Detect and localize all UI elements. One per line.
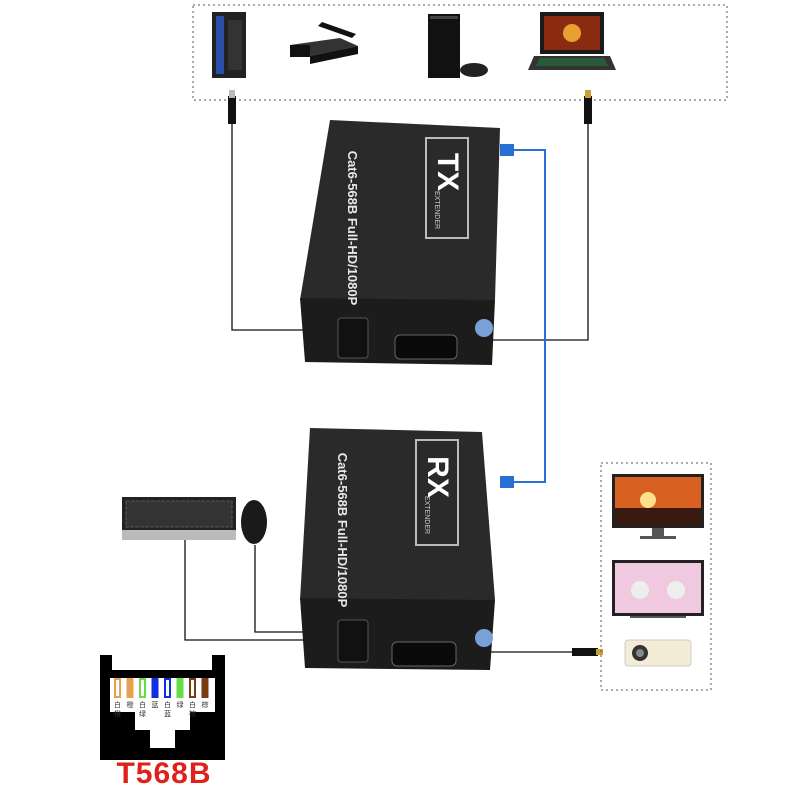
display-devices-frame bbox=[600, 462, 712, 691]
tv-icon bbox=[612, 560, 704, 618]
pin-wire bbox=[151, 678, 159, 698]
pin-label: 白 bbox=[189, 700, 196, 709]
t568b-title: T568B bbox=[116, 757, 212, 790]
usb-port bbox=[337, 317, 369, 359]
pin-label: 蓝 bbox=[164, 709, 171, 718]
mouse-cable bbox=[254, 545, 318, 633]
pin-label: 橙 bbox=[127, 700, 134, 709]
pin-wire bbox=[176, 678, 184, 698]
projector-icon bbox=[624, 639, 692, 667]
tx-sublabel: EXTENDER bbox=[433, 191, 440, 229]
hdmi-port bbox=[391, 641, 457, 667]
set-top-box-icon bbox=[290, 22, 358, 64]
rx-sublabel: EXTENDER bbox=[423, 496, 430, 534]
pin-stripe bbox=[116, 680, 119, 696]
pin-label: 白 bbox=[139, 700, 146, 709]
tx-spec-text: Cat6-568B Full-HD/1080P bbox=[345, 151, 360, 306]
pin-wire bbox=[126, 678, 134, 698]
keyboard-cable bbox=[184, 540, 318, 641]
pin-label: 绿 bbox=[177, 700, 184, 709]
game-console-icon bbox=[428, 14, 488, 78]
hdmi-port bbox=[394, 334, 458, 360]
mouse-icon bbox=[241, 500, 267, 544]
source-devices-frame bbox=[192, 4, 728, 101]
tx-label: TX bbox=[431, 153, 464, 191]
rj45-connector-diagram: 白橙橙白绿蓝白蓝绿白棕棕 bbox=[100, 655, 225, 760]
pin-label: 白 bbox=[114, 700, 121, 709]
pin-stripe bbox=[166, 680, 169, 696]
laptop-icon bbox=[528, 12, 616, 70]
pin-stripe bbox=[191, 680, 194, 696]
screw-icon bbox=[475, 319, 493, 337]
rx-spec-text: Cat6-568B Full-HD/1080P bbox=[335, 453, 350, 608]
monitor-icon bbox=[612, 474, 704, 539]
screw-icon bbox=[475, 629, 493, 647]
pin-label: 白 bbox=[164, 700, 171, 709]
pin-wire bbox=[201, 678, 209, 698]
lan-cable bbox=[510, 149, 546, 483]
pin-label: 棕 bbox=[202, 700, 209, 709]
pin-label: 棕 bbox=[189, 709, 196, 718]
tx-extender-unit: TX EXTENDER Cat6-568B Full-HD/1080P bbox=[300, 120, 500, 365]
usb-port bbox=[337, 619, 369, 663]
usb-plug-icon bbox=[228, 96, 236, 124]
pc-tower-icon bbox=[212, 12, 246, 78]
usb-cable bbox=[231, 124, 315, 331]
hdmi-plug-icon bbox=[584, 96, 592, 124]
hdmi-input-cable bbox=[488, 124, 589, 341]
pin-label: 绿 bbox=[139, 709, 146, 718]
rx-label: RX bbox=[421, 456, 454, 498]
keyboard-icon bbox=[122, 497, 236, 540]
pin-label: 橙 bbox=[114, 709, 121, 718]
pin-stripe bbox=[141, 680, 144, 696]
pin-label: 蓝 bbox=[152, 700, 159, 709]
rx-extender-unit: RX EXTENDER Cat6-568B Full-HD/1080P bbox=[300, 428, 495, 670]
